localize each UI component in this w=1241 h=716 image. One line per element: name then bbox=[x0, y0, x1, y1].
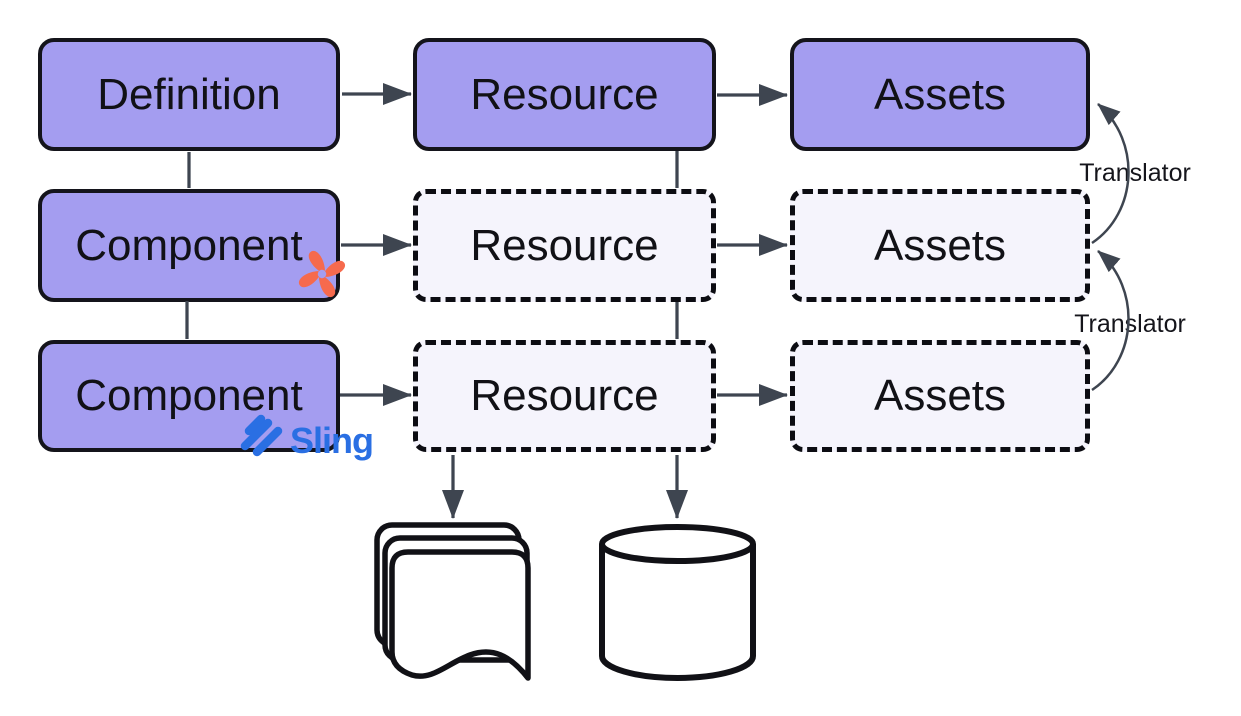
node-component-2-label: Component bbox=[75, 371, 303, 420]
node-assets-2: Assets bbox=[790, 189, 1090, 302]
node-assets-1: Assets bbox=[790, 38, 1090, 151]
node-component-1: Component bbox=[38, 189, 340, 302]
node-component-2: Component bbox=[38, 340, 340, 452]
node-resource-1-label: Resource bbox=[470, 69, 659, 119]
node-resource-2-label: Resource bbox=[470, 220, 659, 270]
node-resource-3: Resource bbox=[413, 340, 716, 452]
node-assets-1-label: Assets bbox=[873, 69, 1007, 119]
node-component-1-label: Component bbox=[75, 220, 303, 270]
documents-stack-icon bbox=[374, 522, 531, 681]
node-assets-3-label: Assets bbox=[873, 371, 1007, 420]
node-resource-1: Resource bbox=[413, 38, 716, 151]
translator-label-2: Translator bbox=[1074, 310, 1186, 338]
node-definition: Definition bbox=[38, 38, 340, 151]
translator-label-1: Translator bbox=[1079, 159, 1191, 187]
node-resource-2: Resource bbox=[413, 189, 716, 302]
node-definition-label: Definition bbox=[97, 69, 281, 119]
node-assets-2-label: Assets bbox=[873, 220, 1007, 270]
database-cylinder-icon bbox=[599, 524, 756, 681]
node-assets-3: Assets bbox=[790, 340, 1090, 452]
node-resource-3-label: Resource bbox=[470, 371, 659, 420]
